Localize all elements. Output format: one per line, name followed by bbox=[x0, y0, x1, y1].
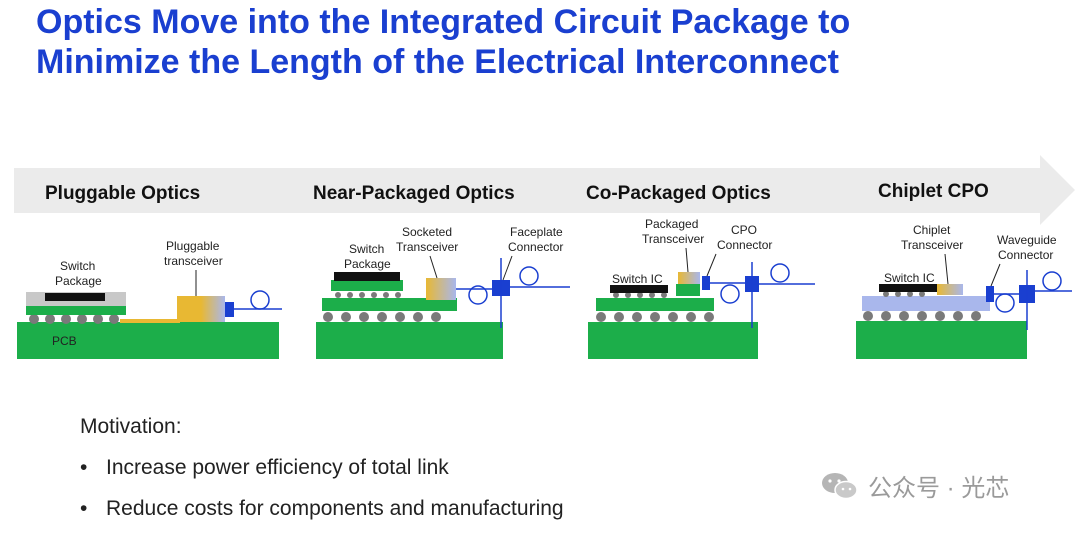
label-switch-ic: Switch IC bbox=[612, 272, 663, 286]
watermark-text: 公众号 · 光芯 bbox=[868, 475, 1010, 502]
solder-balls bbox=[863, 311, 981, 321]
fiber-loop bbox=[250, 290, 270, 310]
bullet-text: Reduce costs for components and manufact… bbox=[106, 497, 564, 520]
pluggable-transceiver bbox=[177, 296, 225, 322]
pcb-board bbox=[17, 322, 279, 359]
switch-ic bbox=[879, 284, 937, 292]
leader-line bbox=[706, 253, 717, 277]
chiplet-cpo-diagram: Switch IC Chiplet Transceiver Waveguide … bbox=[856, 223, 1072, 359]
transceiver-substrate bbox=[676, 284, 700, 296]
pcb-board bbox=[316, 322, 503, 359]
pcb-board bbox=[588, 322, 758, 359]
switch-ic bbox=[610, 285, 668, 293]
fiber-loop-out bbox=[770, 263, 790, 283]
title-line-2: Minimize the Length of the Electrical In… bbox=[36, 43, 839, 81]
switch-package bbox=[331, 280, 403, 291]
pcb-label: PCB bbox=[52, 334, 77, 348]
list-item: •Increase power efficiency of total link bbox=[80, 456, 449, 479]
leader-line bbox=[990, 263, 1001, 287]
solder-balls bbox=[323, 312, 441, 322]
package-balls bbox=[613, 292, 667, 298]
socketed-transceiver bbox=[426, 278, 456, 300]
label-transceiver: Transceiver bbox=[901, 238, 963, 252]
label-transceiver: transceiver bbox=[164, 254, 223, 268]
fiber-loop-out bbox=[519, 266, 539, 286]
cpo-connector bbox=[702, 276, 710, 290]
label-waveguide: Waveguide bbox=[997, 233, 1057, 247]
title-line-1: Optics Move into the Integrated Circuit … bbox=[36, 3, 851, 41]
stage-title-near-packaged: Near-Packaged Optics bbox=[313, 183, 515, 204]
package-substrate bbox=[26, 306, 126, 315]
label-cpo: CPO bbox=[731, 223, 757, 237]
label-package: Package bbox=[344, 257, 391, 271]
label-transceiver: Transceiver bbox=[396, 240, 458, 254]
label-connector: Connector bbox=[998, 248, 1053, 262]
connector bbox=[225, 302, 234, 317]
fiber-loop bbox=[995, 293, 1015, 313]
waveguide-substrate bbox=[862, 296, 990, 311]
list-item: •Reduce costs for components and manufac… bbox=[80, 497, 564, 520]
motivation-list: •Increase power efficiency of total link… bbox=[80, 455, 564, 537]
package-substrate bbox=[596, 298, 714, 311]
package-balls bbox=[883, 291, 925, 297]
interposer-substrate bbox=[322, 298, 457, 311]
near-packaged-optics-diagram: Switch Package Socketed Transceiver Face… bbox=[316, 225, 570, 359]
switch-chip bbox=[334, 272, 400, 281]
package-balls bbox=[335, 292, 401, 298]
label-switch-ic: Switch IC bbox=[884, 271, 935, 285]
label-pluggable: Pluggable bbox=[166, 239, 220, 253]
timeline-arrow bbox=[14, 155, 1075, 225]
label-switch: Switch bbox=[349, 242, 384, 256]
switch-chip bbox=[45, 293, 105, 301]
stage-title-chiplet-cpo: Chiplet CPO bbox=[878, 181, 989, 202]
bullet-text: Increase power efficiency of total link bbox=[106, 456, 449, 479]
fiber-loop bbox=[468, 285, 488, 305]
label-connector: Connector bbox=[508, 240, 563, 254]
optics-evolution-diagram: Pluggable Optics Near-Packaged Optics Co… bbox=[14, 155, 1075, 359]
leader-line bbox=[685, 247, 689, 273]
pcb-board bbox=[856, 321, 1027, 359]
label-chiplet: Chiplet bbox=[913, 223, 951, 237]
leader-line bbox=[944, 253, 949, 285]
leader-line bbox=[502, 255, 513, 281]
motivation-heading: Motivation: bbox=[80, 415, 182, 438]
leader-line bbox=[429, 255, 438, 279]
label-faceplate: Faceplate bbox=[510, 225, 563, 239]
label-package: Package bbox=[55, 274, 102, 288]
wechat-icon bbox=[822, 472, 858, 499]
packaged-transceiver bbox=[678, 272, 700, 284]
stage-title-co-packaged: Co-Packaged Optics bbox=[586, 183, 771, 204]
fiber-loop bbox=[720, 284, 740, 304]
electrical-trace bbox=[120, 319, 180, 323]
fiber-loop-out bbox=[1042, 271, 1062, 291]
page-title: Optics Move into the Integrated Circuit … bbox=[36, 2, 1056, 82]
label-socketed: Socketed bbox=[402, 225, 452, 239]
waveguide-connector bbox=[986, 286, 994, 302]
label-transceiver: Transceiver bbox=[642, 232, 704, 246]
pluggable-optics-diagram: PCB Switch Package Pluggable transceiver bbox=[17, 239, 282, 359]
label-switch: Switch bbox=[60, 259, 95, 273]
label-packaged: Packaged bbox=[645, 217, 698, 231]
solder-balls bbox=[29, 314, 119, 324]
chiplet-transceiver bbox=[937, 284, 963, 295]
solder-balls bbox=[596, 312, 714, 322]
co-packaged-optics-diagram: Switch IC Packaged Transceiver CPO Conne… bbox=[588, 217, 815, 359]
watermark: 公众号 · 光芯 bbox=[820, 468, 1009, 503]
label-connector: Connector bbox=[717, 238, 772, 252]
stage-title-pluggable: Pluggable Optics bbox=[45, 183, 200, 204]
